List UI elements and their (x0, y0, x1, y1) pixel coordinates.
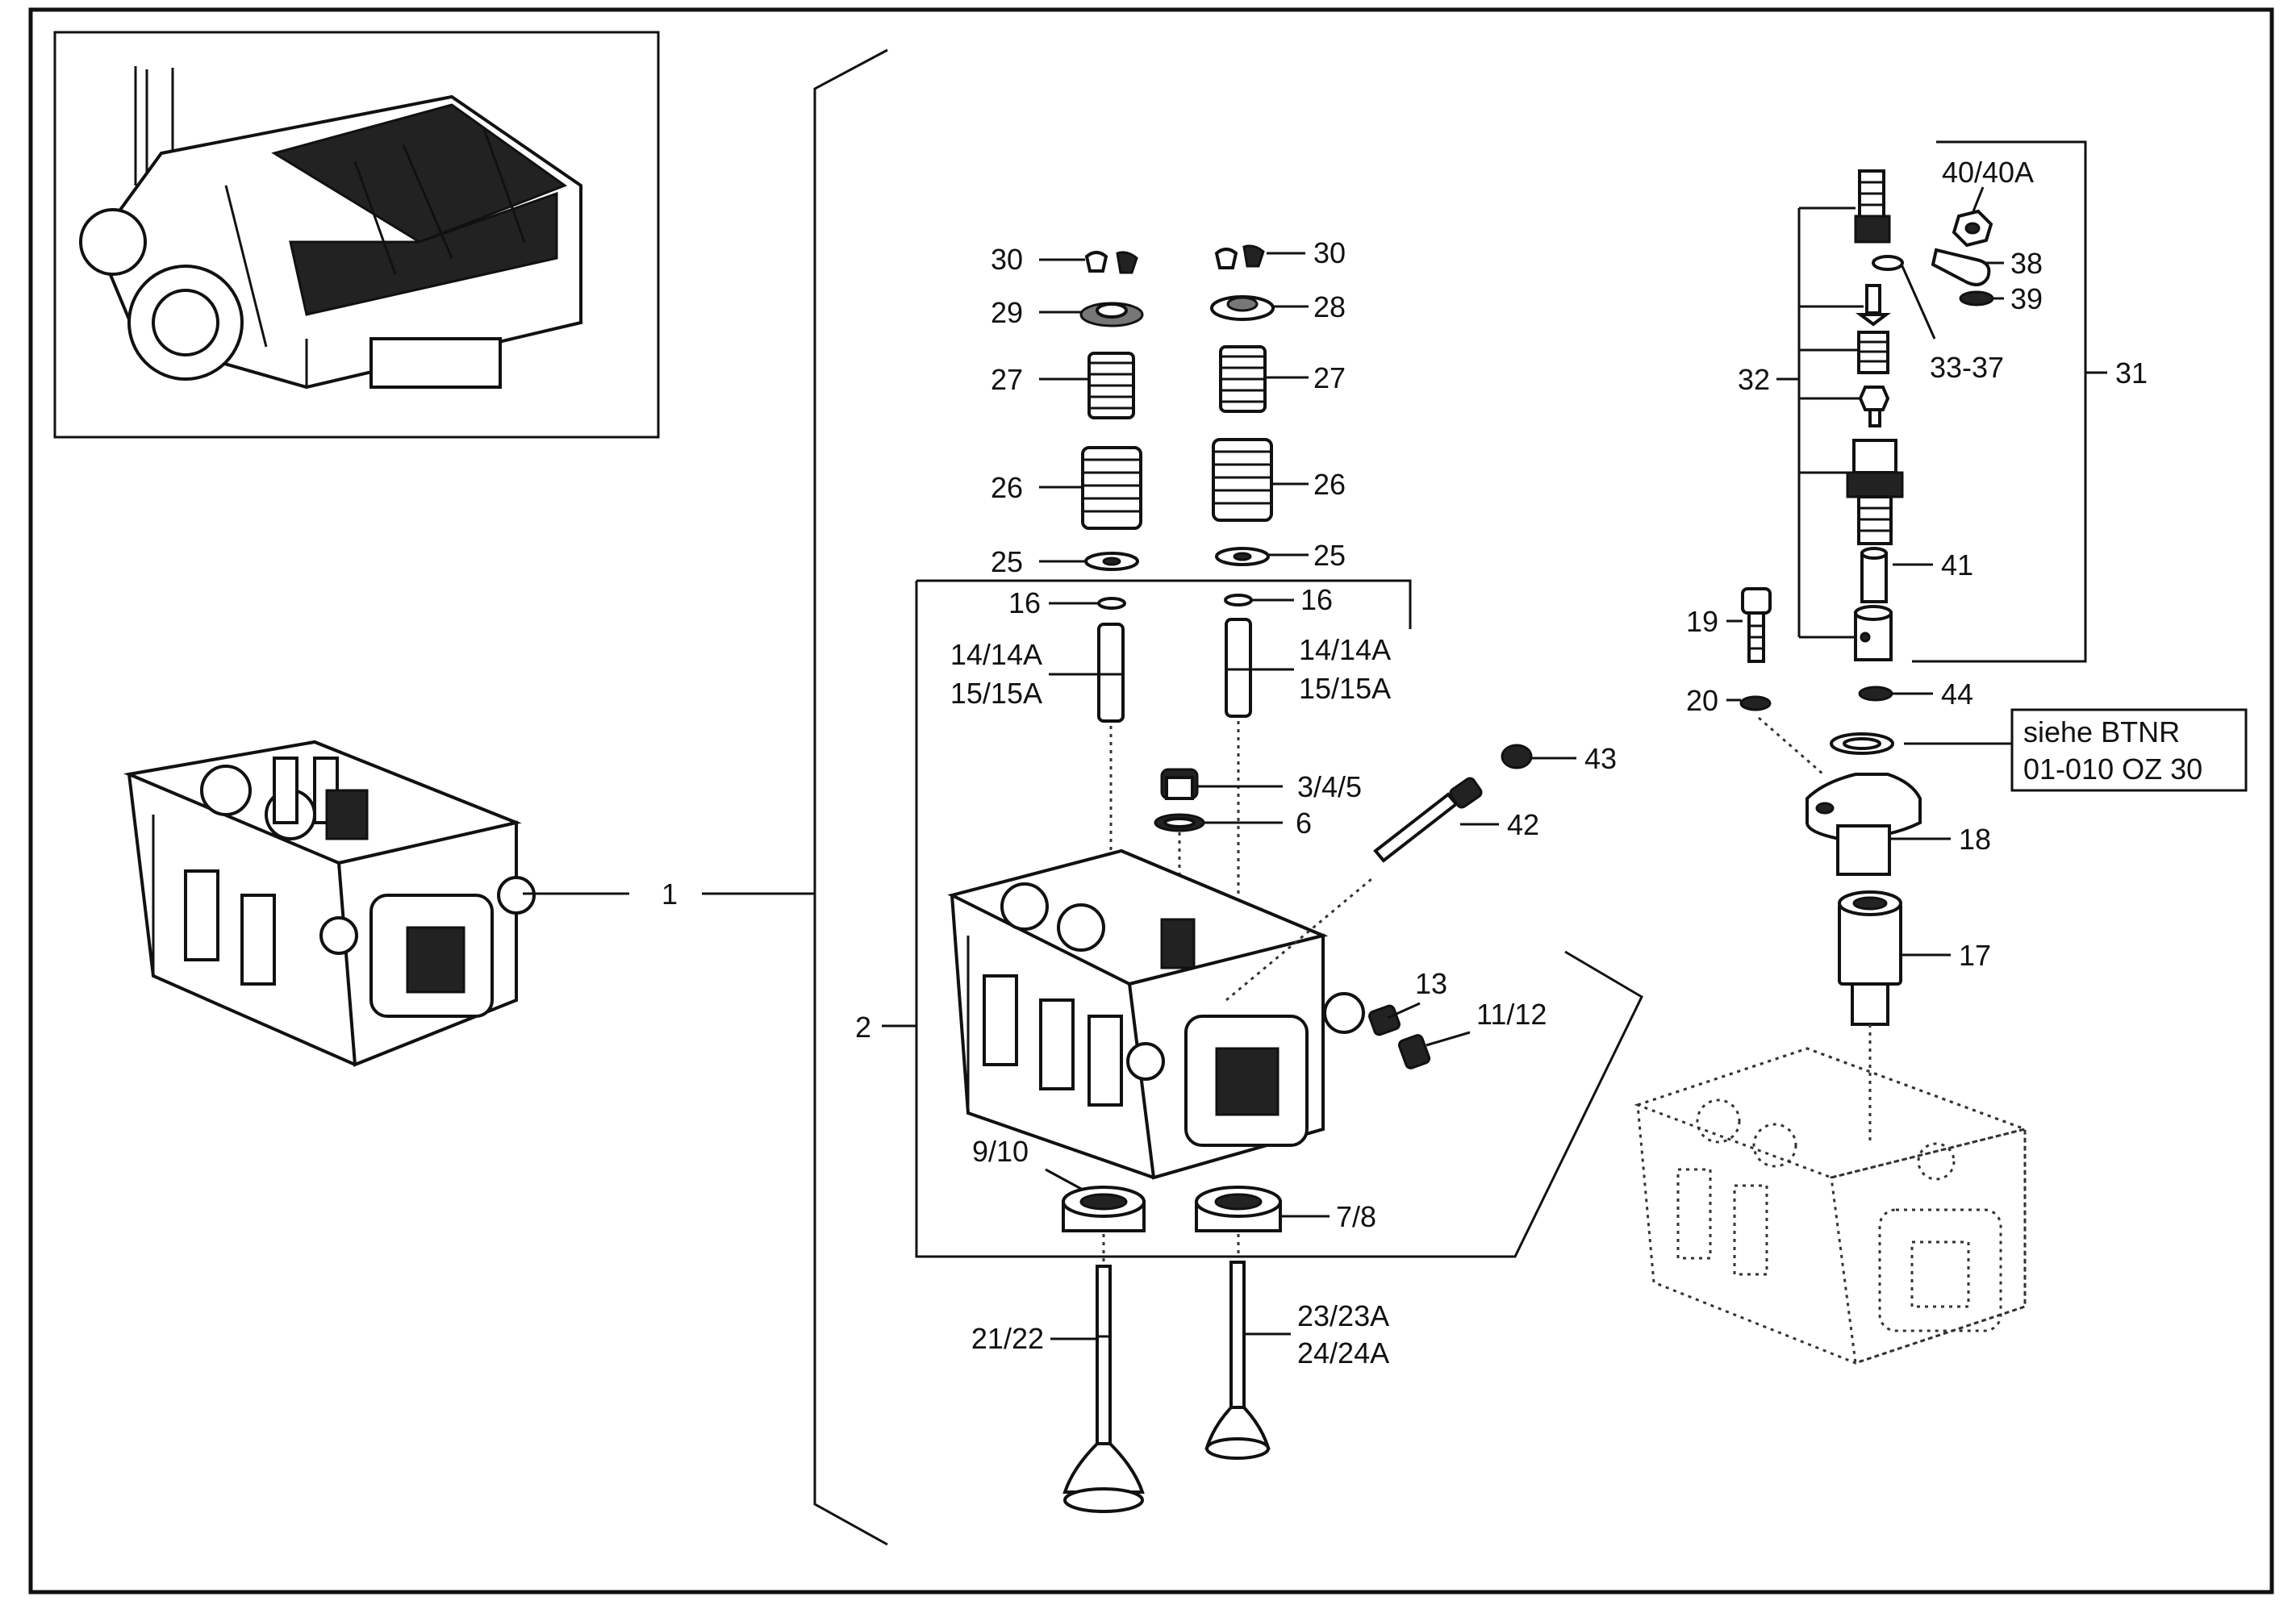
label-32: 32 (1738, 363, 1770, 396)
label-29: 29 (991, 296, 1023, 329)
reference-line-1: siehe BTNR (2023, 715, 2180, 748)
label-2: 2 (855, 1011, 871, 1044)
label-31: 31 (2115, 356, 2148, 390)
label-18: 18 (1959, 823, 1991, 856)
ghost-cylinder-head (1634, 1047, 2030, 1365)
label-16-right: 16 (1300, 583, 1333, 616)
label-30-left: 30 (991, 243, 1023, 276)
label-27-left: 27 (991, 363, 1023, 396)
label-14-right: 14/14A (1299, 633, 1391, 666)
label-25-left: 25 (991, 545, 1023, 578)
label-40-40a: 40/40A (1942, 156, 2034, 189)
label-43: 43 (1584, 742, 1617, 775)
injector-assembly (1846, 169, 1994, 702)
label-30-right: 30 (1313, 236, 1346, 269)
label-25-right: 25 (1313, 539, 1346, 572)
bracket-32 (1776, 206, 1864, 639)
label-41: 41 (1941, 548, 1973, 582)
label-44: 44 (1941, 677, 1973, 711)
engine-overview-inset (53, 31, 660, 439)
holder-18-sleeve-17 (1805, 732, 1922, 1145)
label-14-left: 14/14A (950, 638, 1042, 671)
assembled-cylinder-head (123, 740, 536, 1067)
label-20: 20 (1686, 684, 1718, 717)
label-27-right: 27 (1313, 361, 1346, 394)
label-15-left: 15/15A (950, 677, 1042, 710)
label-11-12: 11/12 (1476, 998, 1547, 1031)
label-26-right: 26 (1313, 468, 1346, 501)
bracket-1 (813, 48, 888, 1546)
exploded-cylinder-head (947, 848, 1365, 1180)
valve-train-left (1062, 251, 1146, 1513)
part-labels: 30 30 29 28 27 27 26 26 25 25 16 16 14/1… (950, 156, 2148, 1369)
label-21-22: 21/22 (971, 1322, 1044, 1355)
diagram-outer-frame (28, 7, 2274, 1595)
label-17: 17 (1959, 939, 1991, 972)
label-24-24a: 24/24A (1297, 1336, 1389, 1369)
subassembly-frame-2 (915, 579, 1643, 1258)
label-13: 13 (1415, 967, 1447, 1000)
valve-train-right (1195, 244, 1282, 1460)
label-7-8: 7/8 (1336, 1200, 1376, 1233)
label-6: 6 (1296, 807, 1312, 840)
label-3-4-5: 3/4/5 (1297, 770, 1362, 803)
label-23-23a: 23/23A (1297, 1299, 1389, 1332)
label-38: 38 (2010, 247, 2043, 280)
reference-line-2: 01-010 OZ 30 (2023, 752, 2202, 786)
label-19: 19 (1686, 605, 1718, 638)
label-39: 39 (2010, 282, 2043, 315)
label-26-left: 26 (991, 471, 1023, 504)
bracket-31 (1912, 140, 2087, 663)
label-28: 28 (1313, 290, 1346, 323)
label-16-left: 16 (1008, 586, 1041, 619)
reference-box: siehe BTNR 01-010 OZ 30 (1904, 708, 2248, 792)
screw-19-washer-20 (1739, 587, 1824, 776)
injection-line-42-43 (1225, 744, 1533, 1002)
label-15-right: 15/15A (1299, 672, 1391, 705)
label-1: 1 (662, 878, 678, 911)
label-42: 42 (1507, 808, 1539, 841)
leader-lines (1039, 186, 2004, 1340)
label-33-37: 33-37 (1930, 351, 2004, 384)
engine-illustration (79, 66, 582, 390)
label-9-10: 9/10 (972, 1135, 1029, 1168)
fittings-13-11-12 (1368, 1004, 1431, 1069)
